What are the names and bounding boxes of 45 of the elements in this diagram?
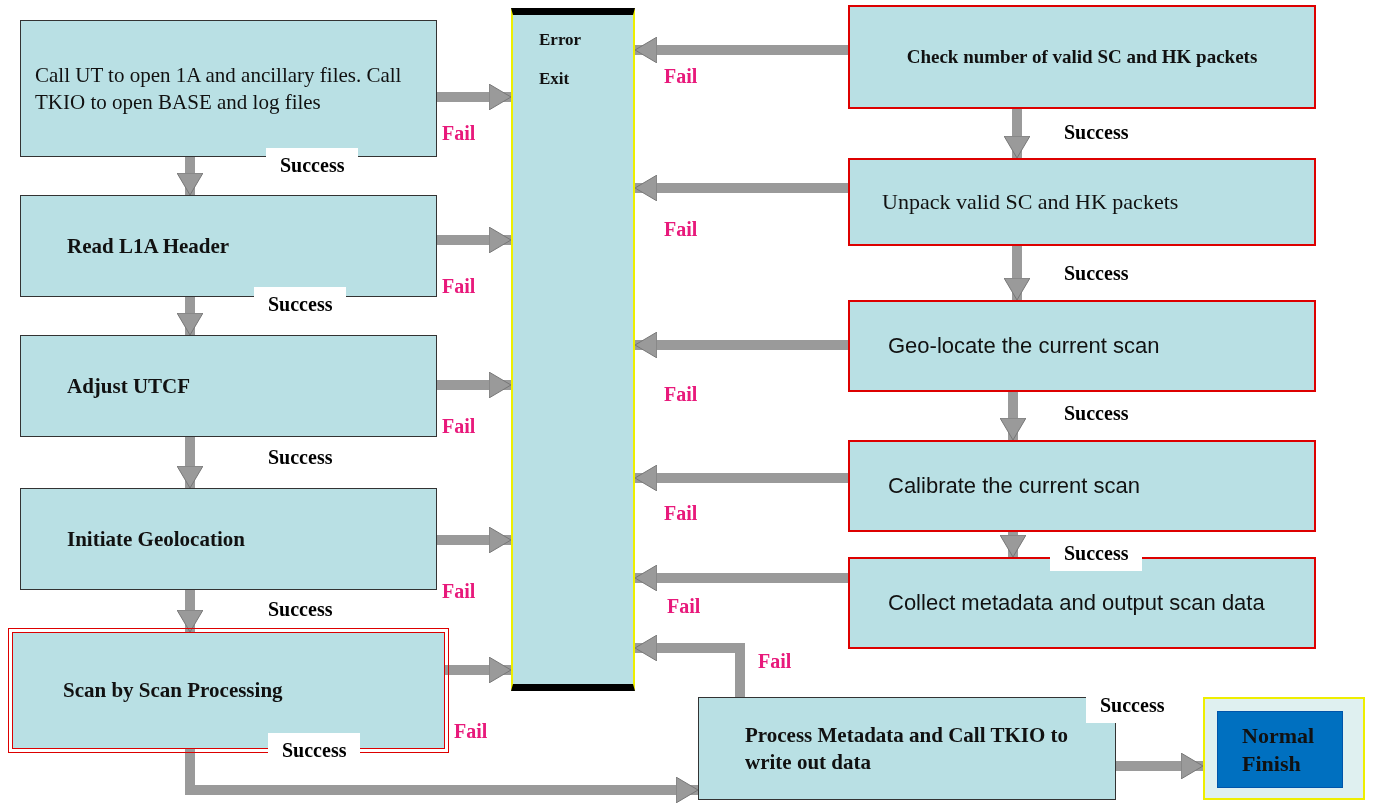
box-text: Read L1A Header [67, 232, 231, 260]
arrow [437, 83, 512, 111]
process-box [848, 300, 1316, 392]
box-heading: Error [539, 29, 583, 51]
arrow [634, 464, 848, 492]
process-box [20, 335, 437, 437]
process-box [848, 440, 1316, 532]
arrow [634, 564, 848, 592]
box-text: Calibrate the current scan [888, 472, 1141, 500]
box-text: Initiate Geolocation [67, 525, 246, 553]
arrow [999, 532, 1027, 558]
arrow [634, 634, 745, 697]
process-box [848, 5, 1316, 109]
arrow [634, 36, 848, 64]
box-text: Collect metadata and output scan data [888, 589, 1266, 617]
box-text: Geo-locate the current scan [888, 332, 1161, 360]
arrow [445, 656, 512, 684]
box-text: Call UT to open 1A and ancillary files. Call TKIO to open BASE and log files [35, 62, 403, 115]
arrow [176, 157, 204, 196]
process-box [20, 195, 437, 297]
error-exit-box [511, 8, 635, 691]
arrow [176, 297, 204, 336]
process-box [848, 158, 1316, 246]
arrow [1003, 109, 1031, 159]
arrow [634, 331, 848, 359]
box-text: Process Metadata and Call TKIO to write out data [745, 722, 1069, 775]
arrow [176, 590, 204, 633]
arrow [634, 174, 848, 202]
arrow [176, 437, 204, 489]
arrow [437, 226, 512, 254]
box-frame [1203, 697, 1365, 800]
box-text: Normal Finish [1242, 722, 1316, 777]
arrow [999, 392, 1027, 441]
box-heading: Exit [539, 68, 571, 90]
arrow [1116, 752, 1204, 780]
box-text: Unpack valid SC and HK packets [882, 188, 1180, 216]
finish-box [1217, 711, 1343, 788]
box-text: Scan by Scan Processing [63, 677, 284, 704]
arrow [437, 526, 512, 554]
process-box [20, 488, 437, 590]
box-text: Adjust UTCF [67, 372, 192, 400]
process-box [20, 20, 437, 157]
box-text: Check number of valid SC and HK packets [906, 45, 1258, 69]
arrow [437, 371, 512, 399]
arrow [1003, 246, 1031, 301]
